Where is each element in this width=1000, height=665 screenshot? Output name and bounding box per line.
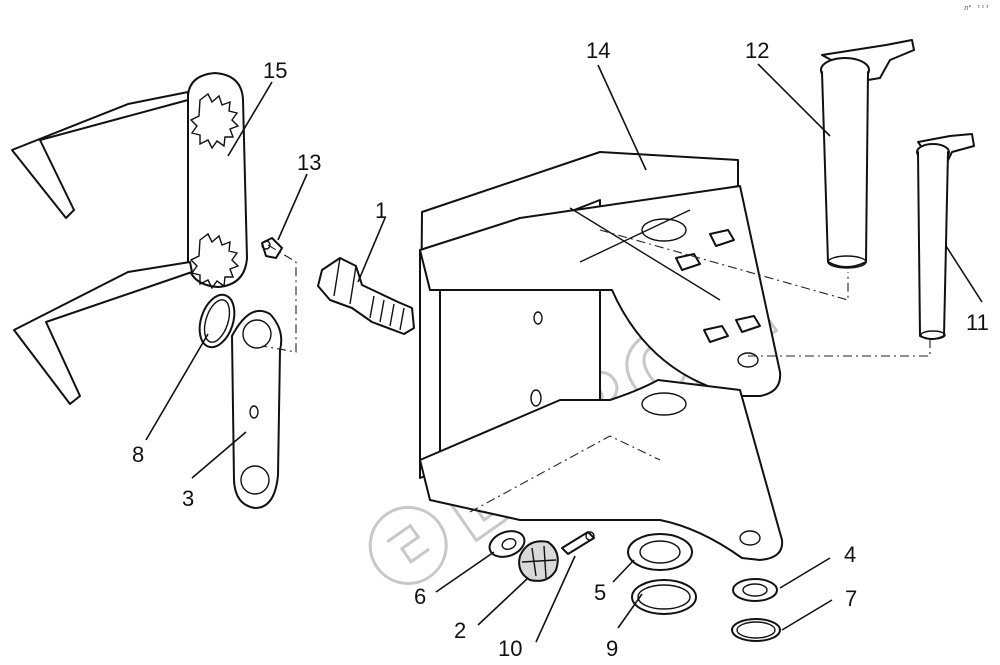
assembly-axes	[261, 229, 931, 513]
callout-5: 5	[594, 580, 606, 605]
callout-15: 15	[263, 58, 287, 83]
callouts: 1 2 3 4 5 6 7 8 9 10 11 12 13 14 15	[132, 38, 989, 661]
callout-11: 11	[966, 310, 989, 335]
handle-rods	[11, 91, 193, 405]
callout-9: 9	[606, 636, 618, 661]
callout-12: 12	[745, 38, 769, 63]
callout-6: 6	[414, 584, 426, 609]
callout-13: 13	[297, 150, 321, 175]
part-8-retaining-ring	[198, 293, 236, 349]
watermark-logo-icon	[368, 505, 448, 585]
callout-2: 2	[454, 618, 466, 643]
leader-lines	[145, 63, 983, 643]
callout-3: 3	[182, 486, 194, 511]
part-4-washer	[732, 578, 778, 602]
callout-1: 1	[375, 198, 387, 223]
callout-14: 14	[586, 38, 610, 63]
part-3-lower-lever	[231, 309, 283, 509]
part-15-lever-arm	[187, 72, 248, 290]
callout-4: 4	[844, 542, 856, 567]
part-9-snap-ring	[631, 579, 697, 615]
part-11-small-pin	[916, 133, 975, 340]
part-6-washer	[488, 530, 526, 558]
callout-10: 10	[498, 636, 522, 661]
part-5-washer	[627, 533, 693, 571]
callout-8: 8	[132, 442, 144, 467]
part-10-cotter-pin	[561, 531, 595, 555]
callout-7: 7	[845, 586, 857, 611]
part-12-large-pin	[820, 39, 915, 269]
part-1-threaded-shaft	[317, 257, 415, 335]
corner-mark: лᴿ ᴵᴵᴵ	[964, 4, 989, 12]
part-7-snap-ring	[731, 618, 781, 642]
part-14-main-bracket	[419, 151, 784, 561]
part-2-castle-nut	[518, 540, 559, 582]
